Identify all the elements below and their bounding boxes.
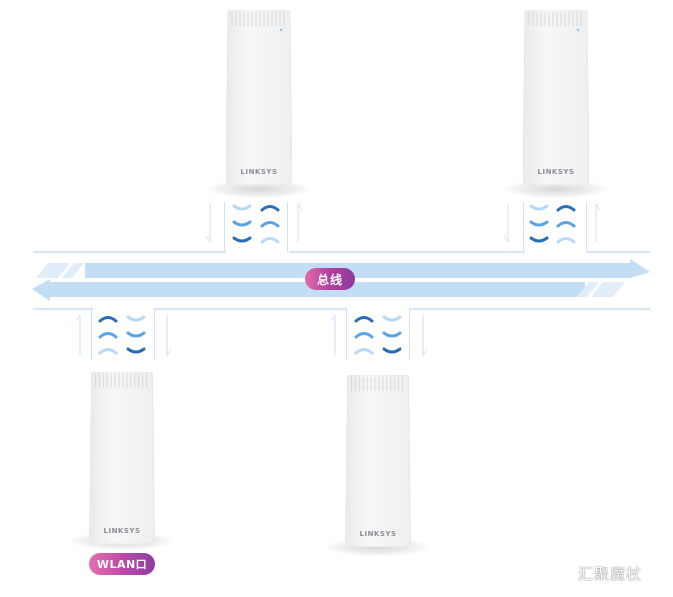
bus-top-rail-mid [289,251,525,253]
router-bottom-right: LINKSYS [327,375,429,556]
router-device-icon [89,372,155,544]
port-top-left [224,202,288,252]
router-bottom-left: LINKSYS [71,372,173,552]
bus-top-rail-right [587,251,650,253]
router-brand-label: LINKSYS [240,168,278,176]
bus-bottom-rail-right [410,308,650,310]
port-top-right [523,202,587,252]
bus-top-rail-left [33,251,226,253]
router-device-icon [523,10,589,185]
wlan-port-badge: WLAN口 [89,553,155,575]
port-bottom-right [346,308,410,360]
router-top-right: LINKSYS [505,10,607,200]
router-device-icon [345,375,411,547]
router-brand-label: LINKSYS [537,168,575,176]
port-bottom-left [91,308,155,360]
bus-label-badge: 总线 [305,268,355,290]
bus-bottom-rail-left [33,308,93,310]
router-device-icon [226,10,292,185]
router-brand-label: LINKSYS [103,527,141,535]
bus-bottom-rail-mid [155,308,347,310]
router-top-left: LINKSYS [208,10,310,200]
watermark-text: 汇聚魔杖 [578,565,643,583]
router-brand-label: LINKSYS [359,530,397,538]
